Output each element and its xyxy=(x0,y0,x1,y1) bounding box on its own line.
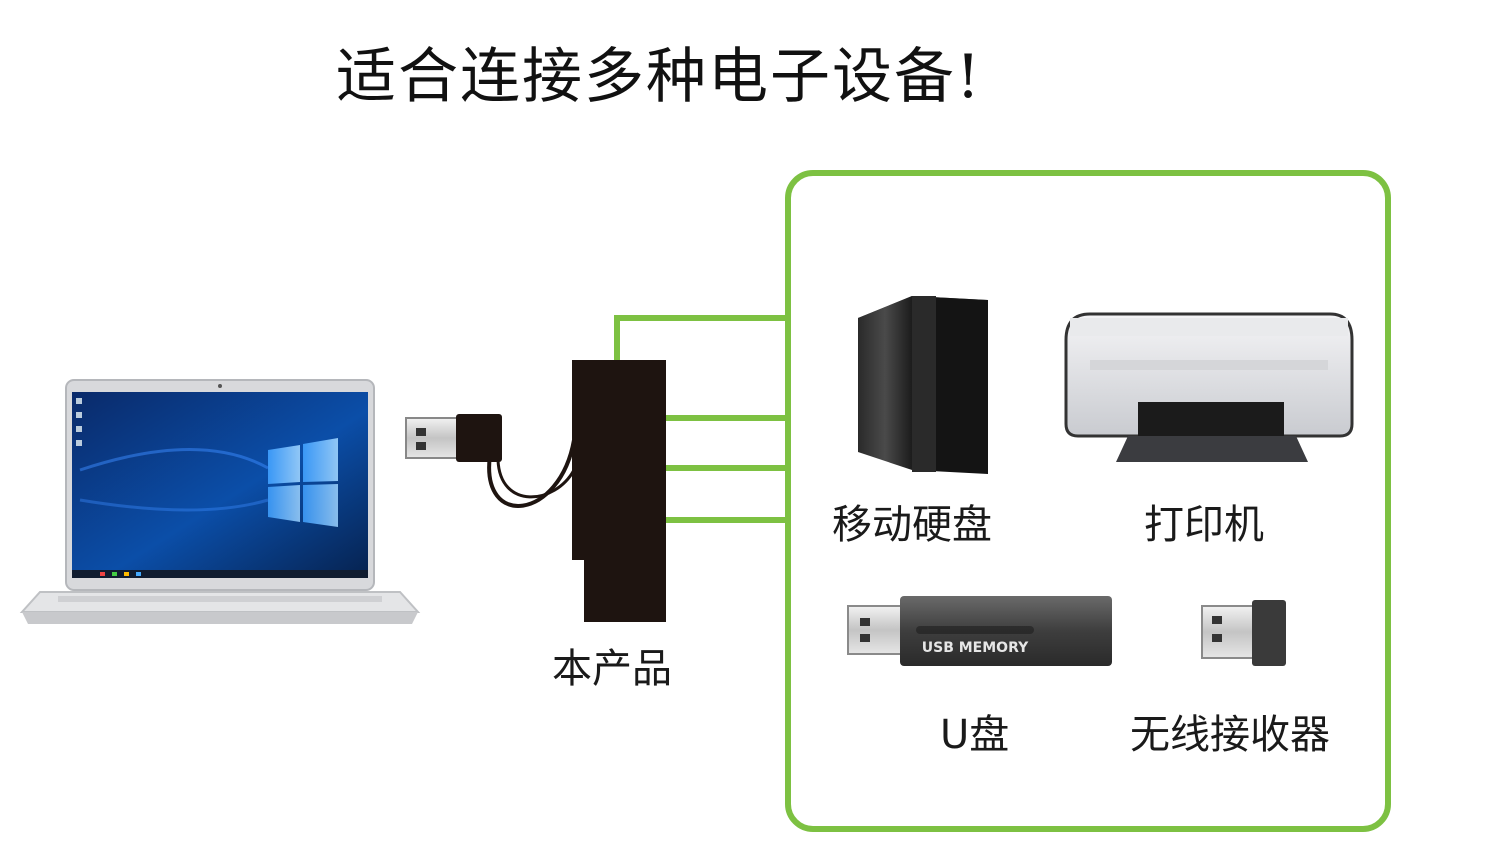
usb-hub-icon xyxy=(572,360,666,622)
usb-memory-text: USB MEMORY xyxy=(922,640,1029,656)
external-hard-drive-icon xyxy=(858,296,988,474)
usb-drive-label: U盘 xyxy=(940,712,1010,758)
page-title: 适合连接多种电子设备! xyxy=(336,42,983,112)
hub-label: 本产品 xyxy=(552,646,672,692)
printer-label: 打印机 xyxy=(1144,502,1264,548)
usb-memory-stick-icon: USB MEMORY xyxy=(847,596,1112,666)
printer-icon xyxy=(1064,312,1354,462)
green-connection-lines xyxy=(614,315,788,523)
hard-drive-label: 移动硬盘 xyxy=(832,502,992,548)
usb-plug-icon xyxy=(405,414,576,508)
device-panel xyxy=(785,170,1391,832)
receiver-label: 无线接收器 xyxy=(1130,712,1330,758)
wireless-receiver-icon xyxy=(1201,600,1286,666)
laptop-icon xyxy=(19,379,421,624)
